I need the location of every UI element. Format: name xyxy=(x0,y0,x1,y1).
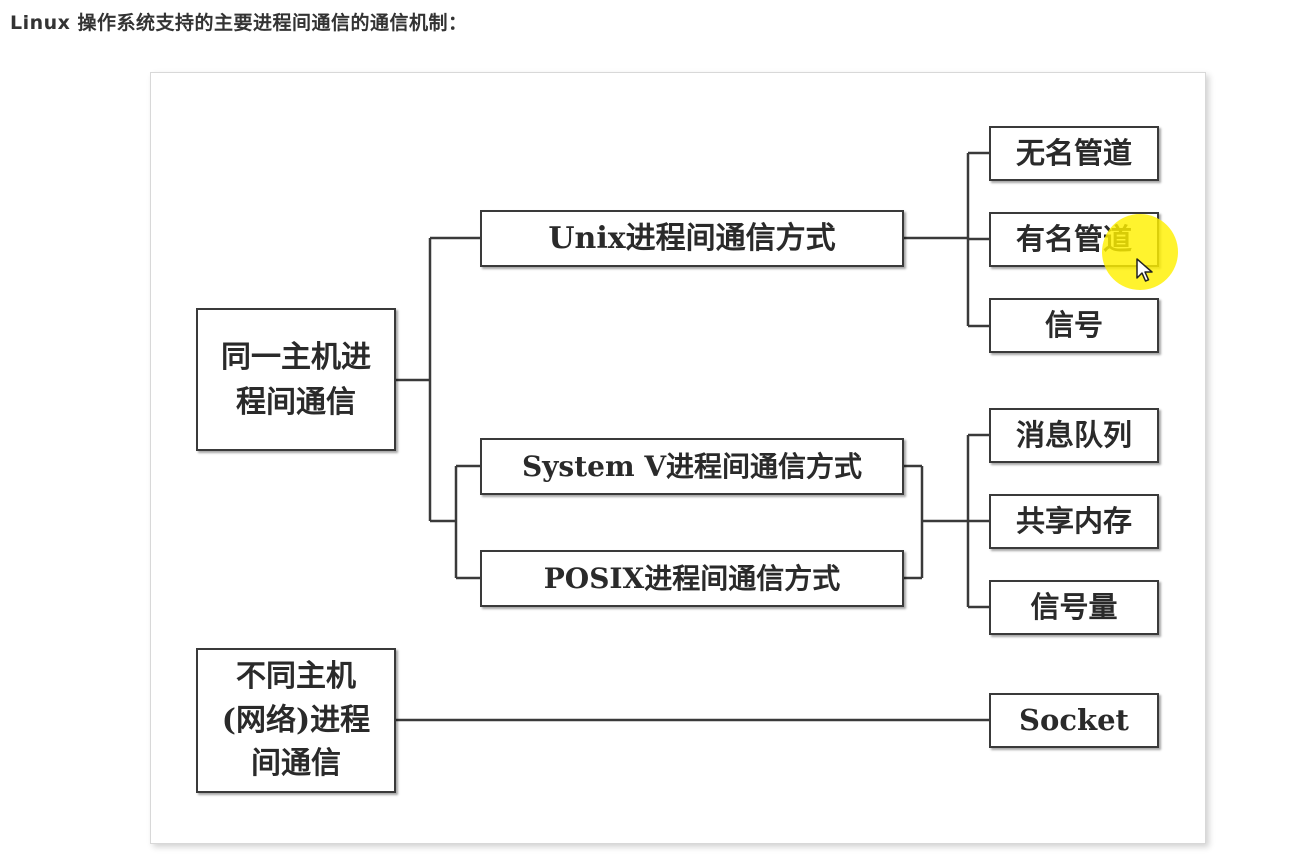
node-same-host-line-2: 程间通信 xyxy=(236,384,356,420)
leaf-shared-memory: 共享内存 xyxy=(989,494,1159,549)
node-network-ipc: 不同主机 (网络)进程 间通信 xyxy=(196,648,396,793)
node-network-line-3: 间通信 xyxy=(250,746,341,782)
cursor-highlight xyxy=(1102,214,1178,290)
mouse-pointer-icon xyxy=(1136,258,1153,282)
page-heading: Linux 操作系统支持的主要进程间通信的通信机制： xyxy=(10,12,468,34)
node-same-host-line-1: 同一主机进 xyxy=(221,339,371,375)
node-systemv-ipc: System V进程间通信方式 xyxy=(480,438,904,495)
leaf-semaphore: 信号量 xyxy=(989,580,1159,635)
node-unix-ipc: Unix进程间通信方式 xyxy=(480,210,904,267)
node-network-line-2: (网络)进程 xyxy=(221,702,371,738)
node-same-host-ipc: 同一主机进 程间通信 xyxy=(196,308,396,451)
leaf-signal: 信号 xyxy=(989,298,1159,353)
leaf-socket: Socket xyxy=(989,693,1159,748)
node-network-line-1: 不同主机 xyxy=(235,659,356,695)
node-posix-ipc: POSIX进程间通信方式 xyxy=(480,550,904,607)
leaf-unnamed-pipe: 无名管道 xyxy=(989,126,1159,181)
leaf-message-queue: 消息队列 xyxy=(989,408,1159,463)
